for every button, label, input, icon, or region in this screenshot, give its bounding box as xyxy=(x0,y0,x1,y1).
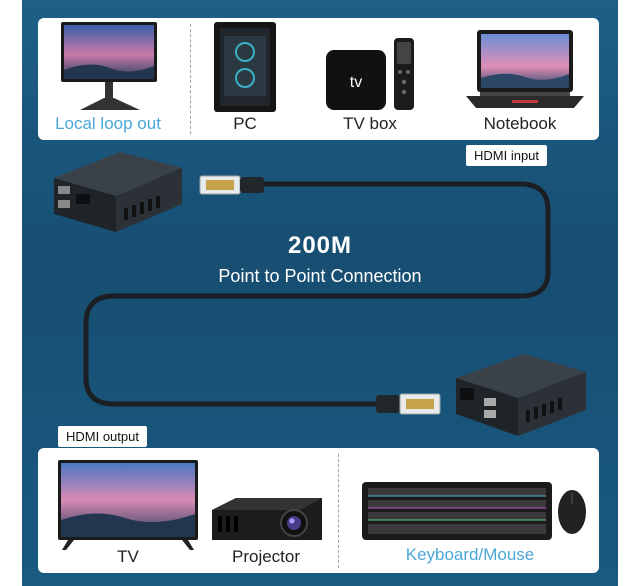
rj45-connector-left xyxy=(199,175,264,195)
device-label-projector: Projector xyxy=(231,547,301,566)
device-label-keyboard-mouse: Keyboard/Mouse xyxy=(405,545,535,564)
rj45-connector-right xyxy=(376,393,441,415)
device-label-notebook: Notebook xyxy=(483,114,557,133)
hdmi-output-tag: HDMI output xyxy=(58,426,147,447)
connection-subtitle: Point to Point Connection xyxy=(218,266,422,286)
divider xyxy=(338,454,339,568)
hdmi-extender-transmitter xyxy=(54,152,182,232)
device-label-tv: TV xyxy=(117,547,139,566)
device-label-tv-box: TV box xyxy=(343,114,397,133)
distance-title: 200M xyxy=(287,232,353,259)
hdmi-extender-receiver xyxy=(456,354,586,436)
ethernet-cable xyxy=(83,181,551,407)
hdmi-input-tag: HDMI input xyxy=(466,145,548,166)
divider xyxy=(190,24,191,134)
device-label-pc: PC xyxy=(233,114,257,133)
device-label-local-loop-out: Local loop out xyxy=(55,114,161,133)
tv-box-logo: tv xyxy=(350,74,362,91)
